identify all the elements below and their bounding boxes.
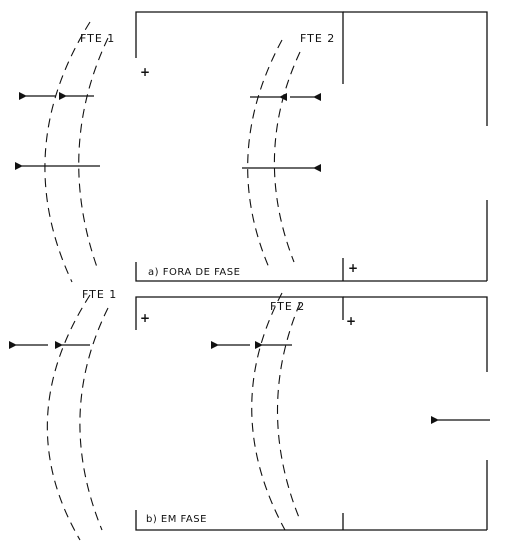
panel-a-wiring-right xyxy=(343,11,488,126)
label-fte2-a: FTE 2 xyxy=(300,32,335,45)
label-fte2-b: FTE 2 xyxy=(270,300,305,313)
panel-b-wiring-right xyxy=(343,296,488,372)
plus-sign-fte1-b: + xyxy=(140,311,150,325)
caption-panel-a: a) FORA DE FASE xyxy=(148,267,240,278)
caption-panel-b: b) EM FASE xyxy=(146,514,207,525)
panel-b-wiring-left xyxy=(135,296,344,330)
label-fte1-a: FTE 1 xyxy=(80,32,115,45)
panel-b xyxy=(135,296,488,531)
sound-wave-arc-icon xyxy=(44,21,301,541)
label-fte1-b: FTE 1 xyxy=(82,288,117,301)
plus-sign-fte2-b: + xyxy=(346,314,356,328)
panel-a xyxy=(135,11,488,282)
panel-a-wiring-left xyxy=(135,11,344,84)
plus-sign-fte2-a: + xyxy=(348,261,358,275)
plus-sign-fte1-a: + xyxy=(140,65,150,79)
